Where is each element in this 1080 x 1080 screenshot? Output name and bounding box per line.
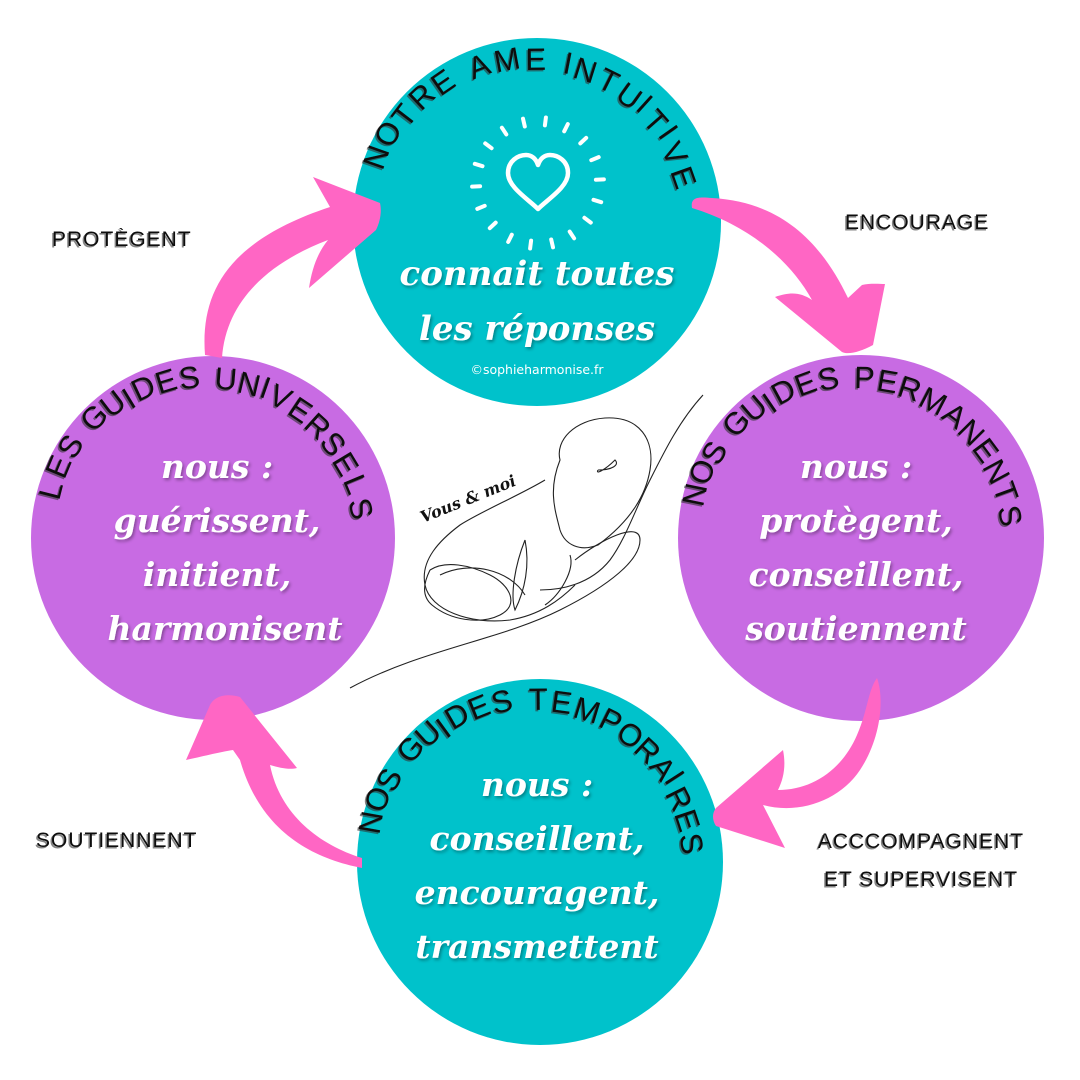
left-line-4: harmonisent <box>107 609 342 648</box>
sparkle-ray <box>506 232 514 244</box>
label-encourage-text: ENCOURAGE <box>845 211 989 234</box>
right-line-3: conseillent, <box>749 555 964 594</box>
sparkle-ray <box>549 237 555 250</box>
sparkle-ray <box>578 135 589 146</box>
sparkle-ray <box>475 203 487 211</box>
heart-icon <box>470 115 606 251</box>
line-drawing-illustration <box>349 394 704 689</box>
sparkle-ray <box>472 161 485 169</box>
sparkle-ray <box>567 229 577 241</box>
top-line-1: connait toutes <box>400 254 675 294</box>
arrow-bottom-to-left <box>186 695 362 868</box>
sparkle-ray <box>591 197 604 205</box>
left-line-3: initient, <box>143 555 292 594</box>
label-accompagnent-text: ACCCOMPAGNENT <box>818 830 1024 853</box>
sparkle-ray <box>521 116 527 129</box>
vous-et-moi-caption: Vous & moi <box>417 471 518 527</box>
circle-right-guides-permanents <box>678 355 1044 721</box>
sparkle-ray <box>542 115 548 128</box>
sparkle-ray <box>487 220 498 231</box>
bottom-line-1: nous : <box>481 765 593 804</box>
circle-left-guides-universels <box>31 356 395 720</box>
arrow-top-to-right <box>691 197 885 354</box>
sparkle-ray <box>589 155 601 163</box>
bottom-line-3: encouragent, <box>415 873 660 912</box>
sparkle-ray <box>528 238 534 251</box>
bottom-line-2: conseillent, <box>430 819 645 858</box>
sparkle-ray <box>582 215 593 225</box>
label-supervisent-text: ET SUPERVISENT <box>824 868 1018 891</box>
right-line-1: nous : <box>800 447 912 486</box>
arrow-left-to-top <box>204 177 381 358</box>
left-line-1: nous : <box>161 447 273 486</box>
copyright-text: ©sophieharmonise.fr <box>470 362 604 377</box>
right-line-4: soutiennent <box>744 609 967 648</box>
left-line-2: guérissent, <box>114 501 321 540</box>
sparkle-ray <box>483 141 494 151</box>
sparkle-ray <box>499 125 509 137</box>
circle-top-ame-intuitive <box>353 38 721 406</box>
top-line-2: les réponses <box>419 309 655 349</box>
label-protegent-text: PROTÈGENT <box>52 228 192 251</box>
arrow-right-to-bottom <box>713 678 881 848</box>
bottom-line-4: transmettent <box>415 927 658 966</box>
label-soutiennent-text: SOUTIENNENT <box>36 829 198 852</box>
circle-bottom-guides-temporaires <box>357 679 723 1045</box>
right-line-2: protègent, <box>759 501 953 540</box>
sparkle-rays-icon <box>470 115 606 251</box>
sparkle-ray <box>562 122 570 134</box>
